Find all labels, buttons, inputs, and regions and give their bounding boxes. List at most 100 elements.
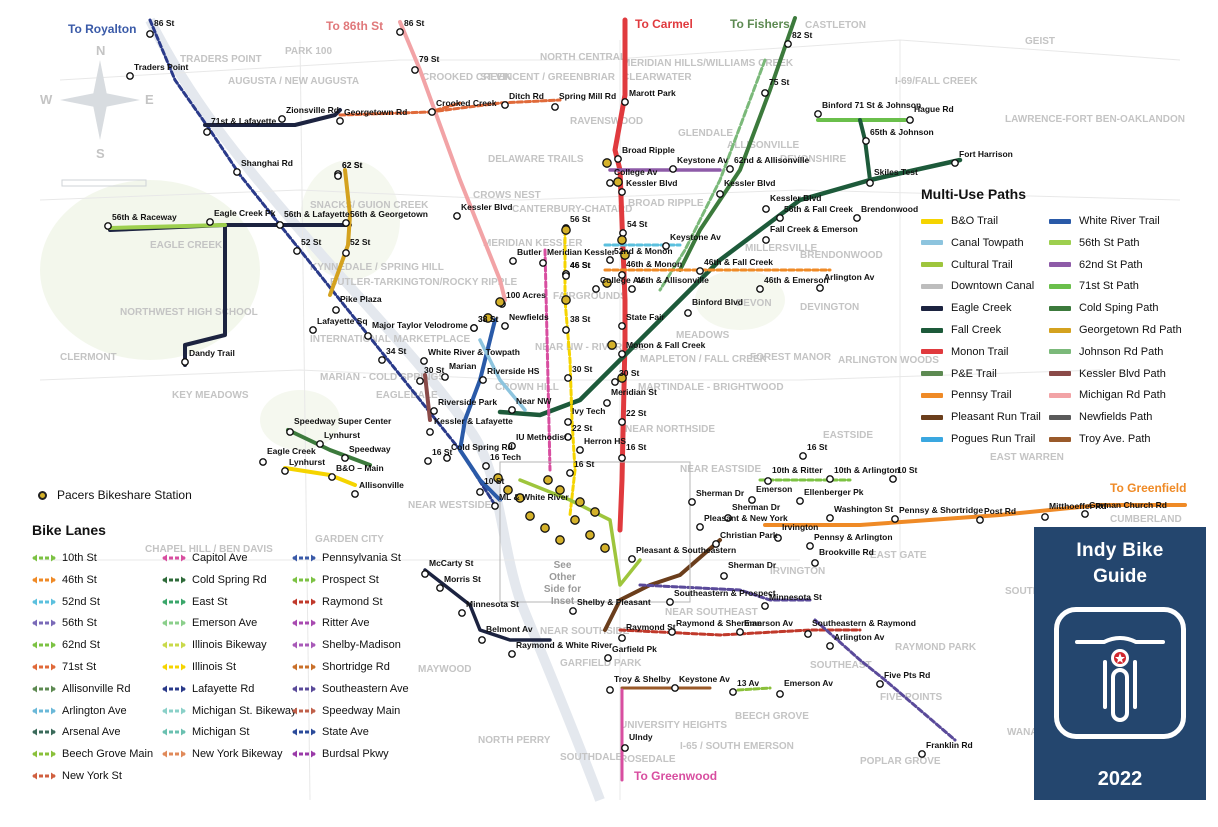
neighborhood-label: GEIST <box>1025 36 1055 47</box>
station-dot <box>508 650 516 658</box>
station-label: Lynhurst <box>289 457 325 467</box>
neighborhood-label: MILLERSVILLE <box>745 243 818 254</box>
route-castleton <box>678 16 797 272</box>
station-dot <box>761 89 769 97</box>
route-illinois <box>563 228 577 517</box>
station-label: Skiles Test <box>874 167 918 177</box>
neighborhood-label: DEVINGTON <box>800 302 859 313</box>
station-dot <box>619 229 627 237</box>
station-dot <box>712 540 720 548</box>
multi-use-item: Cultural Trail <box>921 259 1013 271</box>
path-label: Cold Sping Path <box>1079 302 1159 315</box>
compass-s: S <box>96 146 105 161</box>
station-label: Crooked Creek <box>436 98 497 108</box>
bikeshare-dot <box>493 473 503 483</box>
neighborhood-label: ROSEDALE <box>620 754 676 765</box>
path-label: Troy Ave. Path <box>1079 433 1151 445</box>
station-label: Monon & Fall Creek <box>626 340 706 350</box>
station-label: Kessler Blvd <box>461 202 513 212</box>
bikeshare-dot <box>617 373 627 383</box>
multi-use-item: White River Trail <box>1049 215 1160 227</box>
station-dot <box>696 523 704 531</box>
station-dots <box>104 28 1089 758</box>
station-label: 56 St <box>570 214 590 224</box>
station-label: McCarty St <box>429 558 474 568</box>
station-dot <box>336 117 344 125</box>
station-label: 22 St <box>572 423 592 433</box>
station-label: Near NW <box>516 396 552 406</box>
neighborhood-label: MERIDIAN KESSLER <box>483 238 583 249</box>
neighborhood-label: POPLAR GROVE <box>860 756 941 767</box>
station-dot <box>508 442 516 450</box>
station-label: Irvington <box>782 522 818 532</box>
station-label: 62 St <box>342 160 362 170</box>
station-dot <box>420 357 428 365</box>
neighborhood-label: EAST GATE <box>870 550 927 561</box>
path-swatch <box>921 283 943 289</box>
multi-use-item: Downtown Canal <box>921 280 1034 292</box>
station-label: Meridian Kessler <box>547 247 616 257</box>
station-label: Binford 71 St & Johnson <box>822 100 921 110</box>
station-dot <box>666 598 674 606</box>
station-dot <box>342 219 350 227</box>
neighborhood-label: I-65 / SOUTH EMERSON <box>680 741 794 752</box>
lane-label: New York Bikeway <box>192 748 283 761</box>
path-swatch <box>1049 371 1071 377</box>
station-dot <box>126 72 134 80</box>
path-label: Canal Towpath <box>951 236 1024 249</box>
station-label: Sherman Dr <box>728 560 777 570</box>
station-label: Kessler Blvd <box>724 178 776 188</box>
station-label: Keystone Av <box>679 674 730 684</box>
station-label: 52nd & Monon <box>614 246 673 256</box>
path-label: Johnson Rd Path <box>1079 345 1164 358</box>
station-label: IU Methodist <box>516 432 567 442</box>
lane-arrow-icon <box>292 685 316 693</box>
station-label: Dandy Trail <box>189 348 235 358</box>
station-dot <box>611 378 619 386</box>
station-label: 16 St <box>432 447 452 457</box>
station-dot <box>618 188 626 196</box>
neighborhood-label: MAYWOOD <box>418 664 472 675</box>
station-dot <box>756 285 764 293</box>
station-label: Fall Creek & Emerson <box>770 224 858 234</box>
station-label: College Av <box>614 167 658 177</box>
neighborhood-label: GLENDALE <box>678 128 733 139</box>
bikeshare-dot <box>617 235 627 245</box>
neighborhood-label: CANTERBURY-CHATARD <box>512 204 632 215</box>
station-label: Eagle Creek Pk <box>214 208 276 218</box>
station-label: 56th & Georgetown <box>350 209 428 219</box>
station-label: 10 St <box>484 476 504 486</box>
station-dot <box>862 137 870 145</box>
station-label: Arlington Av <box>834 632 885 642</box>
station-label: B&O – Main <box>336 463 384 473</box>
lane-label: Emerson Ave <box>192 617 258 630</box>
route-michigan-rd <box>398 20 507 302</box>
route-cultural <box>518 478 642 587</box>
lane-label: Arlington Ave <box>62 704 127 717</box>
station-dot <box>729 688 737 696</box>
station-label: German Church Rd <box>1089 500 1167 510</box>
inset-note: See Other Side for Inset <box>543 560 582 607</box>
path-label: Fall Creek <box>951 324 1002 336</box>
lane-arrow-icon <box>162 619 186 627</box>
station-dot <box>281 467 289 475</box>
station-dot <box>736 628 744 636</box>
station-dot <box>748 496 756 504</box>
lane-label: Shortridge Rd <box>322 661 390 673</box>
path-swatch <box>1049 414 1071 420</box>
station-label: Emerson Av <box>744 618 793 628</box>
bike-lane-item: Arlington Ave <box>32 705 127 717</box>
neighborhood-label: NEAR NW - RIVERSIDE <box>535 342 646 353</box>
station-label: 56th & Lafayette <box>284 209 350 219</box>
station-dot <box>478 636 486 644</box>
bike-lane-item: Capitol Ave <box>162 552 247 564</box>
path-swatch <box>1049 240 1071 246</box>
bikeshare-dot <box>525 511 535 521</box>
station-label: 30 St <box>572 364 592 374</box>
neighborhood-label: BEECH GROVE <box>735 711 809 722</box>
neighborhood-label: ARLINGTON WOODS <box>838 355 939 366</box>
bike-lane-item: Michigan St. Bikeway <box>162 705 297 717</box>
station-dot <box>569 607 577 615</box>
multi-use-item: Georgetown Rd Path <box>1049 324 1182 336</box>
